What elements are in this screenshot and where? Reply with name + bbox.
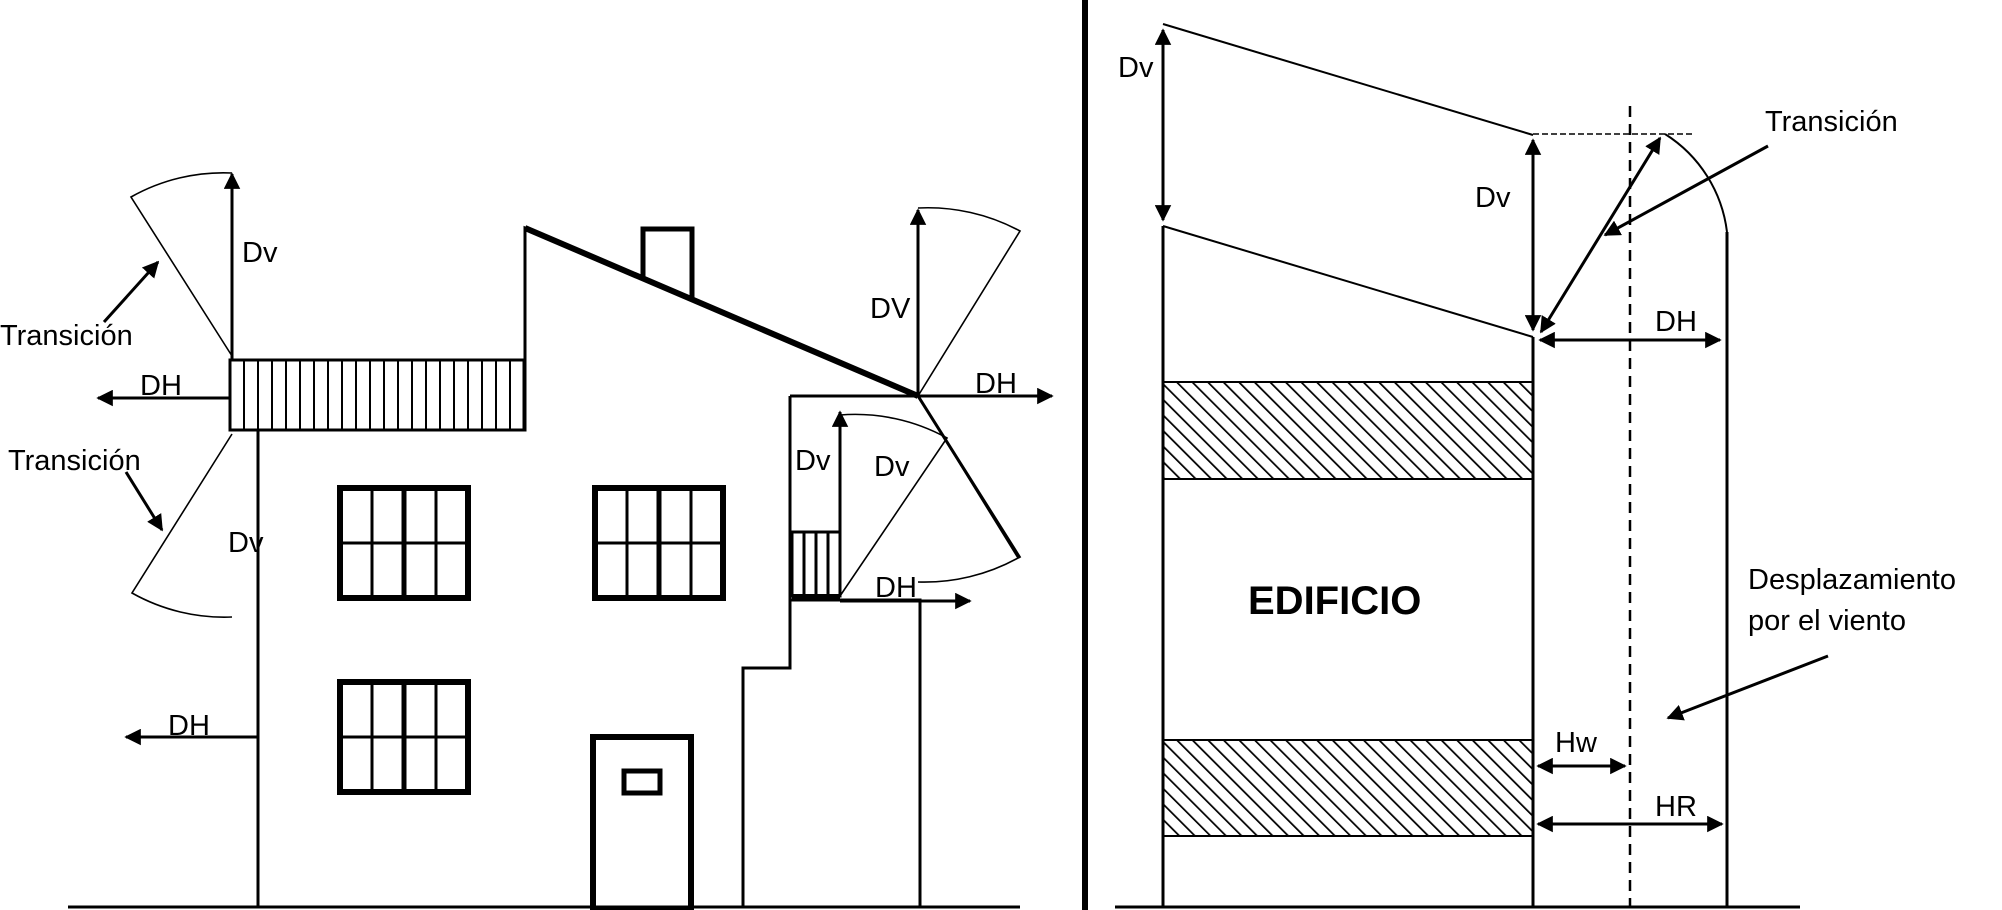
transition-wedge-lower [130, 433, 233, 618]
step-wall [741, 600, 792, 907]
label-dv-lower-left: Dv [228, 527, 264, 559]
label-dh-balcony: DH [875, 572, 917, 604]
wind-pointer [1666, 654, 1829, 721]
label-dv-inner: Dv [1475, 182, 1511, 214]
balcony-railing [790, 530, 842, 600]
label-transition-right: Transición [1765, 106, 1898, 138]
label-wind-line1: Desplazamiento [1748, 564, 1956, 596]
chimney [640, 226, 695, 299]
label-dv-ridge: DV [870, 293, 911, 325]
window-upper-right [592, 485, 726, 601]
window-lower-left [337, 679, 471, 795]
label-wind-line2: por el viento [1748, 605, 1906, 637]
house-labels: Dv Transición DH Transición Dv DH DV DH … [0, 237, 1017, 742]
height-limit-lower [1162, 225, 1534, 338]
label-hr: HR [1655, 791, 1697, 823]
left-arrows [96, 172, 1054, 746]
transition-wedge-ridge [917, 206, 1022, 583]
label-dv-balcony: Dv [795, 445, 831, 477]
label-building: EDIFICIO [1248, 579, 1421, 623]
window-upper-left [337, 485, 471, 601]
transition-wedge-balcony [839, 413, 949, 597]
door [590, 734, 694, 910]
hatched-floor-lower [1162, 739, 1534, 837]
label-dv-top-left: Dv [242, 237, 278, 269]
transition-pointer-lower [124, 471, 164, 532]
label-transition-lower: Transición [8, 445, 141, 477]
label-dv-balcony-diag: Dv [874, 451, 910, 483]
building-labels: Dv Dv Transición DH EDIFICIO Desplazamie… [1118, 52, 1956, 823]
transition-pointer-upper [102, 260, 160, 324]
height-limit-upper [1162, 23, 1534, 136]
door-window [621, 768, 663, 796]
label-dh-right: DH [1655, 306, 1697, 338]
building-panel [1115, 23, 1829, 909]
hatched-floor-upper [1162, 381, 1534, 480]
house-panel [68, 172, 1054, 910]
eave-stripes [243, 360, 511, 430]
transition-pointer-right [1603, 144, 1769, 237]
label-dv-outer: Dv [1118, 52, 1154, 84]
transition-arc [1664, 133, 1728, 233]
transition-wedge-upper [129, 172, 233, 357]
eave-striped [228, 358, 526, 432]
roof-line [523, 225, 920, 399]
label-dh-ridge: DH [975, 368, 1017, 400]
transition-diagonal-arrow [1539, 136, 1662, 334]
label-hw: Hw [1555, 727, 1598, 759]
label-dh-bottom-left: DH [168, 710, 210, 742]
label-dh-mid-left: DH [140, 370, 182, 402]
label-transition-upper: Transición [0, 320, 133, 352]
